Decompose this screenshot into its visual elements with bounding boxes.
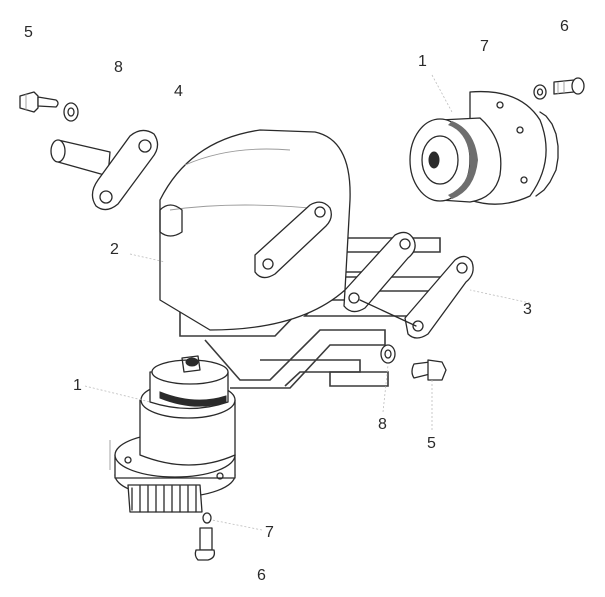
pin-left [50,139,111,177]
bolt-top-left [19,91,59,113]
bracket-housing [254,201,332,279]
callout-3: 3 [523,301,532,318]
washer-bottom-left [202,512,212,524]
callout-5-bottom: 5 [427,435,436,452]
callout-4: 4 [174,83,183,100]
callout-1-bottom: 1 [73,377,82,394]
washer-top-right [533,84,547,100]
callout-7-bottom: 7 [265,524,274,541]
washer-bottom-right [380,344,396,364]
callout-1-top: 1 [418,53,427,70]
link-plate-4 [91,129,159,211]
screw-top-right [553,77,585,95]
leader-lines [84,74,531,531]
pulley-unit-bottom [109,355,236,513]
callout-6-top: 6 [560,18,569,35]
bolt-bottom-right [411,359,447,381]
screw-bottom-left [194,527,216,561]
callout-5-top: 5 [24,24,33,41]
callout-7-top: 7 [480,38,489,55]
callout-6-bottom: 6 [257,567,266,584]
callout-2: 2 [110,241,119,258]
bracket-assembly-3 [343,231,474,339]
washer-top-left [63,102,79,122]
pulley-unit-top [409,90,559,205]
callout-labels: 5 8 4 1 7 6 2 3 1 8 5 7 6 [24,18,569,584]
callout-8-bottom: 8 [378,416,387,433]
callout-8-top: 8 [114,59,123,76]
